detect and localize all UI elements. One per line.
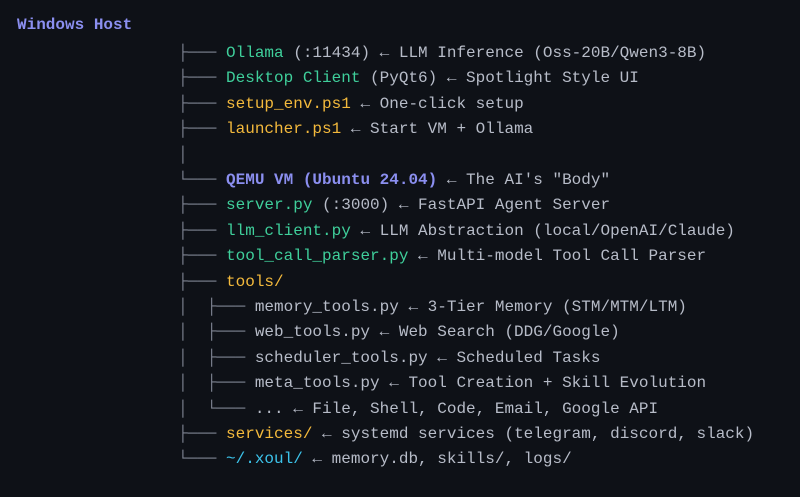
tree-line: │ [178,144,188,166]
tree-root-title: Windows Host [17,16,133,34]
tree-line: └─── QEMU VM (Ubuntu 24.04) ← The AI's "… [178,169,610,191]
tree-item-description: ← One-click setup [350,94,524,113]
tree-line: ├─── llm_client.py ← LLM Abstraction (lo… [178,220,735,242]
tree-item-name: ~/.xoul/ [226,450,303,469]
tree-item-description: (:11434) ← LLM Inference (Oss-20B/Qwen3-… [283,44,707,62]
tree-line: ├─── tools/ [178,271,284,293]
tree-branch-connector: ├─── [178,221,227,240]
tree-item-description: (PyQt6) ← Spotlight Style UI [360,69,639,88]
tree-item-name: Desktop Client [226,69,361,88]
tree-item-name: setup_env.ps1 [226,94,351,113]
tree-item-name: memory_tools.py [254,298,399,316]
tree-item-description: ← systemd services (telegram, discord, s… [312,425,755,443]
tree-item-description: (:3000) ← FastAPI Agent Server [312,196,611,215]
tree-line: │ ├─── scheduler_tools.py ← Scheduled Ta… [178,347,600,369]
tree-line: ├─── server.py (:3000) ← FastAPI Agent S… [178,194,610,216]
tree-branch-connector: ├─── [178,272,227,291]
tree-item-name: meta_tools.py [254,374,380,393]
tree-branch-connector: │ [178,145,188,164]
tree-line: ├─── launcher.ps1 ← Start VM + Ollama [178,118,533,140]
tree-item-description: ← Start VM + Ollama [341,120,534,139]
tree-branch-connector: ├─── [178,44,227,62]
tree-item-description: ← The AI's "Body" [437,171,611,189]
tree-branch-connector: ├─── [178,425,227,443]
tree-item-description: ← 3-Tier Memory (STM/MTM/LTM) [398,298,687,316]
tree-item-description: ← Scheduled Tasks [427,348,601,367]
tree-line: │ └─── ... ← File, Shell, Code, Email, G… [178,398,658,420]
tree-branch-connector: ├─── [178,69,227,88]
tree-item-description: ← Multi-model Tool Call Parser [408,247,707,266]
tree-item-name: scheduler_tools.py [254,348,428,367]
tree-branch-connector: │ ├─── [178,323,255,342]
tree-item-description: ← memory.db, skills/, logs/ [302,450,572,469]
tree-item-name: QEMU VM (Ubuntu 24.04) [226,171,438,189]
tree-line: ├─── tool_call_parser.py ← Multi-model T… [178,245,706,267]
tree-branch-connector: ├─── [178,94,227,113]
tree-item-name: Ollama [226,44,284,62]
tree-item-name: server.py [226,196,313,215]
tree-branch-connector: │ ├─── [178,298,255,316]
tree-branch-connector: └─── [178,450,227,469]
tree-line: ├─── Desktop Client (PyQt6) ← Spotlight … [178,67,639,89]
tree-branch-connector: │ ├─── [178,348,255,367]
tree-branch-connector: ├─── [178,196,227,215]
tree-item-name: ... [254,399,284,418]
tree-branch-connector: │ ├─── [178,374,255,393]
tree-item-name: tool_call_parser.py [226,247,409,266]
tree-line: ├─── services/ ← systemd services (teleg… [178,423,754,445]
tree-branch-connector: ├─── [178,247,227,266]
tree-item-name: web_tools.py [254,323,371,342]
tree-item-description: ← LLM Abstraction (local/OpenAI/Claude) [350,221,735,240]
tree-item-name: launcher.ps1 [226,120,342,139]
tree-branch-connector: │ └─── [178,399,255,418]
tree-branch-connector: ├─── [178,120,227,139]
tree-line: ├─── Ollama (:11434) ← LLM Inference (Os… [178,42,706,64]
tree-item-name: services/ [226,425,313,443]
tree-item-description: ← Tool Creation + Skill Evolution [379,374,707,393]
tree-line: │ ├─── meta_tools.py ← Tool Creation + S… [178,372,706,394]
tree-item-description: ← File, Shell, Code, Email, Google API [283,399,659,418]
tree-line: └─── ~/.xoul/ ← memory.db, skills/, logs… [178,448,572,470]
tree-item-name: llm_client.py [226,221,351,240]
tree-line: │ ├─── memory_tools.py ← 3-Tier Memory (… [178,296,687,318]
tree-line: ├─── setup_env.ps1 ← One-click setup [178,93,524,115]
tree-line: │ ├─── web_tools.py ← Web Search (DDG/Go… [178,321,620,343]
tree-item-name: tools/ [226,272,284,291]
tree-branch-connector: └─── [178,171,227,189]
tree-item-description: ← Web Search (DDG/Google) [370,323,620,342]
